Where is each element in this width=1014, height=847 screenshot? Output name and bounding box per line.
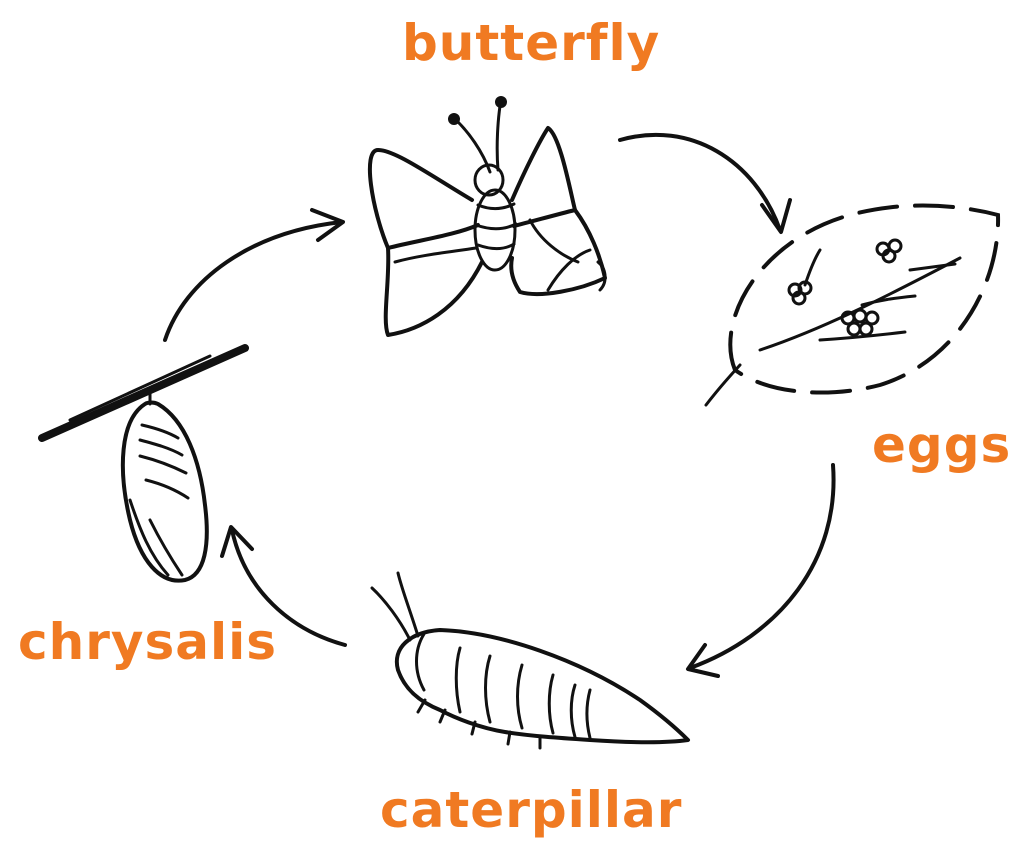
label-eggs: eggs xyxy=(872,420,1011,470)
caterpillar-icon xyxy=(372,573,688,748)
label-caterpillar: caterpillar xyxy=(380,785,682,835)
eggs-icon xyxy=(706,206,998,405)
arrow-eggs-to-caterpillar xyxy=(688,465,834,676)
chrysalis-icon xyxy=(42,348,245,581)
label-butterfly: butterfly xyxy=(402,18,660,68)
arrow-butterfly-to-eggs xyxy=(620,135,790,232)
butterfly-icon xyxy=(370,96,605,335)
label-chrysalis: chrysalis xyxy=(18,617,277,667)
arrow-chrysalis-to-butterfly xyxy=(165,210,343,340)
